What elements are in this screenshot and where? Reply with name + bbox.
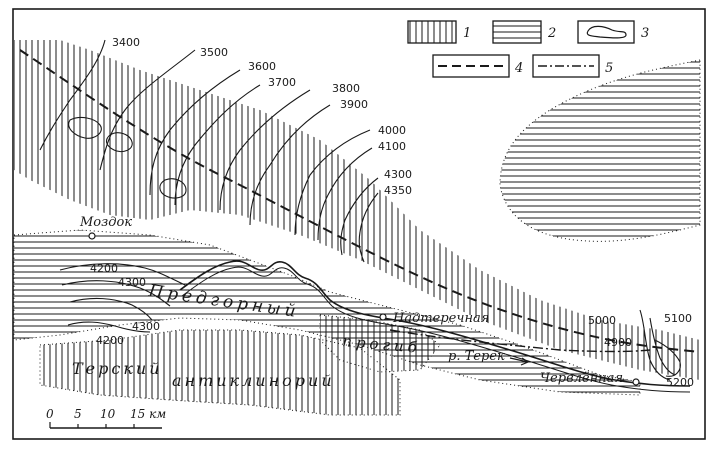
contour-label: 4200 [90, 262, 118, 275]
contour-label: 4350 [384, 184, 412, 197]
legend-box-3 [577, 20, 635, 44]
isolines [39, 39, 681, 381]
contour-label: 3800 [332, 82, 360, 95]
contour-label: 4300 [132, 320, 160, 333]
legend-label-2: 2 [547, 26, 556, 41]
scale-label: 15 км [130, 407, 166, 421]
mozdok-label: Моздок [79, 215, 132, 230]
contour-label: 4000 [378, 124, 406, 137]
legend: 1 2 3 4 5 [407, 20, 649, 78]
contour-label: 4300 [118, 276, 146, 289]
dash-dot-fault-line [389, 329, 651, 353]
legend-label-4: 4 [514, 61, 523, 76]
terek-river-bank [181, 266, 691, 393]
chervlennaya-marker [632, 378, 640, 386]
terek-river [179, 260, 691, 387]
contour-labels: 3400 3500 3600 3700 3800 3900 4000 4100 … [90, 36, 694, 389]
contour-label: 4100 [378, 140, 406, 153]
nadterechnaya-label: Надтеречная [392, 311, 489, 326]
legend-label-1: 1 [463, 26, 471, 41]
legend-label-3: 3 [641, 26, 649, 41]
vertical-hatch-zone-south [39, 329, 401, 416]
scale-label: 10 [100, 407, 116, 421]
horizontal-hatch-zone-west [13, 229, 641, 396]
map-frame [12, 8, 706, 440]
tersky-label: Терский [72, 359, 163, 378]
scale-bar: 0 5 10 15 км [46, 407, 166, 429]
scale-label: 5 [74, 407, 82, 421]
contour-label: 3400 [112, 36, 140, 49]
contour-label: 5100 [664, 312, 692, 325]
contour-label: 5200 [666, 376, 694, 389]
horizontal-hatch-zone-east [499, 59, 701, 242]
anticlinory-label: антиклинорий [172, 371, 335, 390]
legend-box-1 [407, 20, 457, 44]
vertical-hatch-zone-north [14, 40, 700, 380]
nadterechnaya-marker [379, 313, 387, 321]
legend-label-5: 5 [605, 61, 613, 76]
contour-label: 3600 [248, 60, 276, 73]
chervlennaya-label: Червлённая [540, 371, 623, 386]
contour-label: 3700 [268, 76, 296, 89]
dashed-axis-line [19, 49, 701, 353]
scale-label: 0 [46, 407, 54, 421]
river-label: р. Терек [448, 349, 505, 364]
legend-box-2 [492, 20, 542, 44]
contour-label: 4200 [96, 334, 124, 347]
contour-label: 3500 [200, 46, 228, 59]
contour-label: 4900 [604, 336, 632, 349]
contour-label: 5000 [588, 314, 616, 327]
mozdok-marker [88, 232, 96, 240]
river-flow-arrow-icon [509, 357, 530, 366]
contour-label: 4300 [384, 168, 412, 181]
contour-label: 3900 [340, 98, 368, 111]
legend-closed-contour-icon [586, 25, 627, 39]
legend-box-5 [532, 54, 600, 78]
